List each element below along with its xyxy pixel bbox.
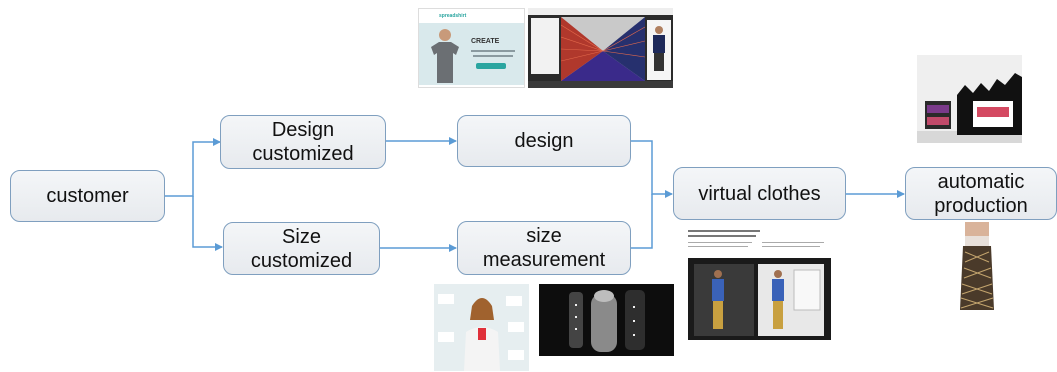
- edge-customer-size: [192, 196, 223, 251]
- body-scanner-figure: [539, 284, 674, 356]
- edge-customer-split: [165, 138, 221, 197]
- node-design-customized: Design customized: [220, 115, 386, 169]
- node-virtual-clothes: virtual clothes: [673, 167, 846, 220]
- node-size-measurement: size measurement: [457, 221, 631, 275]
- skirt-photo: [951, 222, 1003, 314]
- create-heading: CREATE: [471, 38, 500, 45]
- boutique-interior: [917, 55, 1022, 143]
- pattern-canvas: [561, 17, 645, 81]
- edge-design-merge: [631, 140, 673, 198]
- node-size-customized: Size customized: [223, 222, 380, 275]
- edge-measurement-merge: [631, 194, 653, 249]
- create-button: [476, 63, 506, 69]
- sizing-app-photo: [434, 284, 529, 371]
- body-scanner-photo: [539, 284, 674, 356]
- sizing-app-person: [434, 284, 529, 371]
- virtual-tryon-screenshot: [688, 228, 831, 340]
- tshirt-person-icon: [431, 29, 459, 83]
- pattern-editor-screenshot: [528, 8, 673, 88]
- node-automatic-production: automatic production: [905, 167, 1057, 220]
- skirt-garment: [960, 222, 994, 310]
- tryon-app-window: [688, 258, 831, 340]
- node-design: design: [457, 115, 631, 167]
- node-customer: customer: [10, 170, 165, 222]
- design-tool-screenshot: spreadshirt CREATE: [418, 8, 525, 88]
- avatar-preview: [647, 20, 671, 80]
- spreadshirt-logo: spreadshirt: [439, 13, 467, 19]
- boutique-photo: [917, 55, 1022, 143]
